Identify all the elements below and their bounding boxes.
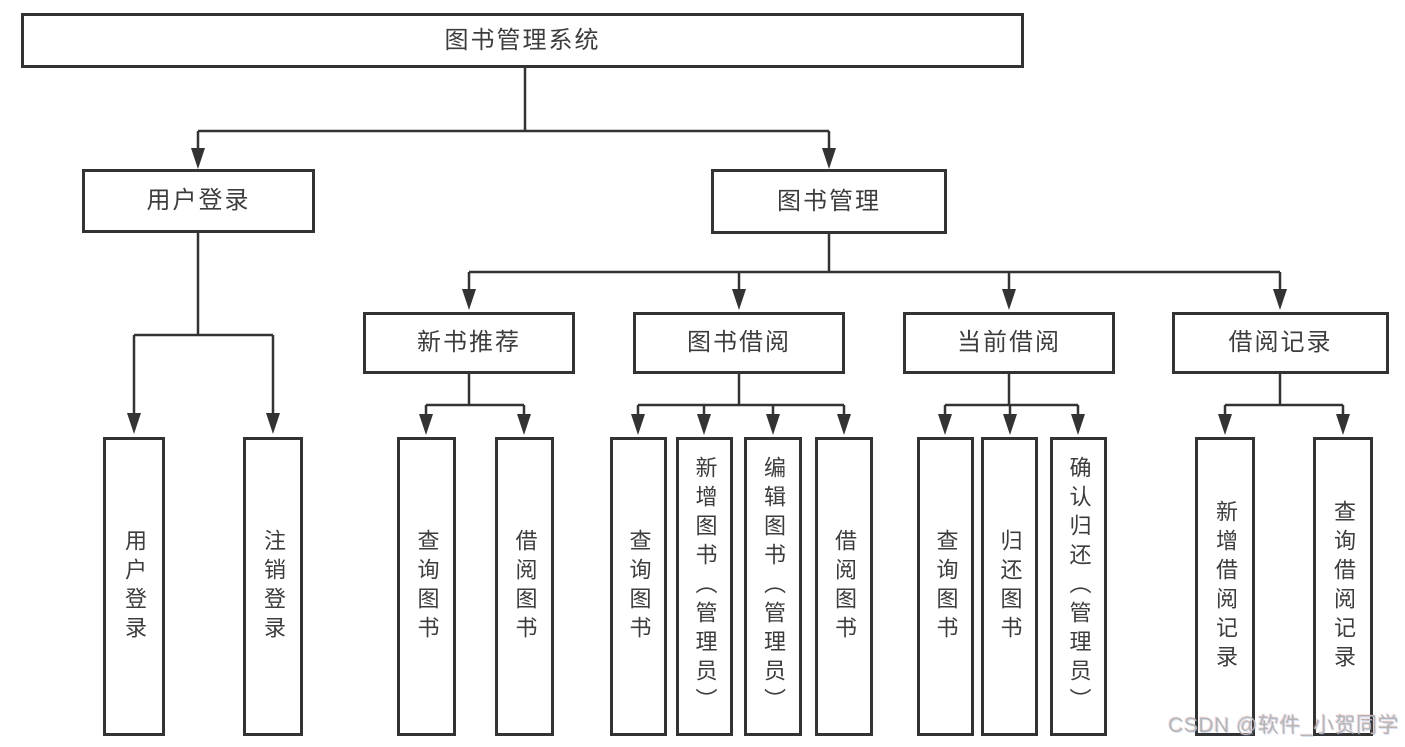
leaf-query-borrow-record: 查询借阅记录 [1313, 437, 1373, 736]
leaf-query-books-current-label: 查询图书 [933, 528, 959, 645]
leaf-query-borrow-record-label: 查询借阅记录 [1331, 499, 1356, 674]
node-user-login: 用户登录 [82, 169, 315, 233]
node-root: 图书管理系统 [21, 13, 1024, 68]
leaf-edit-books-admin: 编辑图书（管理员） [744, 437, 802, 736]
leaf-query-books-recommend-label: 查询图书 [414, 528, 440, 645]
leaf-return-books: 归还图书 [981, 437, 1038, 736]
leaf-confirm-return-admin-label: 确认归还（管理员） [1066, 456, 1092, 717]
node-user-login-label: 用户登录 [146, 187, 251, 214]
leaf-borrow-books-recommend-label: 借阅图书 [512, 528, 538, 645]
leaf-return-books-label: 归还图书 [997, 528, 1023, 645]
node-book-management: 图书管理 [711, 169, 947, 234]
leaf-user-login: 用户登录 [103, 437, 165, 736]
leaf-query-books-borrow: 查询图书 [610, 437, 667, 736]
leaf-borrow-books-recommend: 借阅图书 [495, 437, 554, 736]
leaf-add-borrow-record-label: 新增借阅记录 [1213, 499, 1238, 674]
node-current-borrow: 当前借阅 [903, 312, 1115, 374]
node-book-borrow: 图书借阅 [633, 312, 845, 374]
leaf-borrow-books: 借阅图书 [815, 437, 873, 736]
node-current-borrow-label: 当前借阅 [957, 329, 1061, 356]
leaf-borrow-books-label: 借阅图书 [832, 528, 857, 645]
leaf-logout: 注销登录 [243, 437, 303, 736]
leaf-edit-books-admin-label: 编辑图书（管理员） [761, 456, 786, 717]
node-borrow-records: 借阅记录 [1172, 312, 1389, 374]
leaf-add-borrow-record: 新增借阅记录 [1195, 437, 1255, 736]
node-root-label: 图书管理系统 [444, 26, 601, 54]
csdn-watermark: CSDN @软件_小贺同学 [1168, 714, 1399, 737]
leaf-query-books-current: 查询图书 [917, 437, 974, 736]
leaf-query-books-borrow-label: 查询图书 [626, 528, 652, 645]
leaf-add-books-admin: 新增图书（管理员） [676, 437, 733, 736]
node-book-borrow-label: 图书借阅 [687, 329, 791, 356]
node-new-book-recommend-label: 新书推荐 [417, 329, 521, 356]
node-borrow-records-label: 借阅记录 [1228, 329, 1333, 356]
node-book-management-label: 图书管理 [777, 187, 881, 215]
leaf-query-books-recommend: 查询图书 [397, 437, 456, 736]
node-new-book-recommend: 新书推荐 [363, 312, 575, 374]
leaf-logout-label: 注销登录 [261, 528, 286, 645]
leaf-add-books-admin-label: 新增图书（管理员） [692, 456, 718, 717]
leaf-user-login-label: 用户登录 [122, 528, 147, 645]
leaf-confirm-return-admin: 确认归还（管理员） [1050, 437, 1107, 736]
